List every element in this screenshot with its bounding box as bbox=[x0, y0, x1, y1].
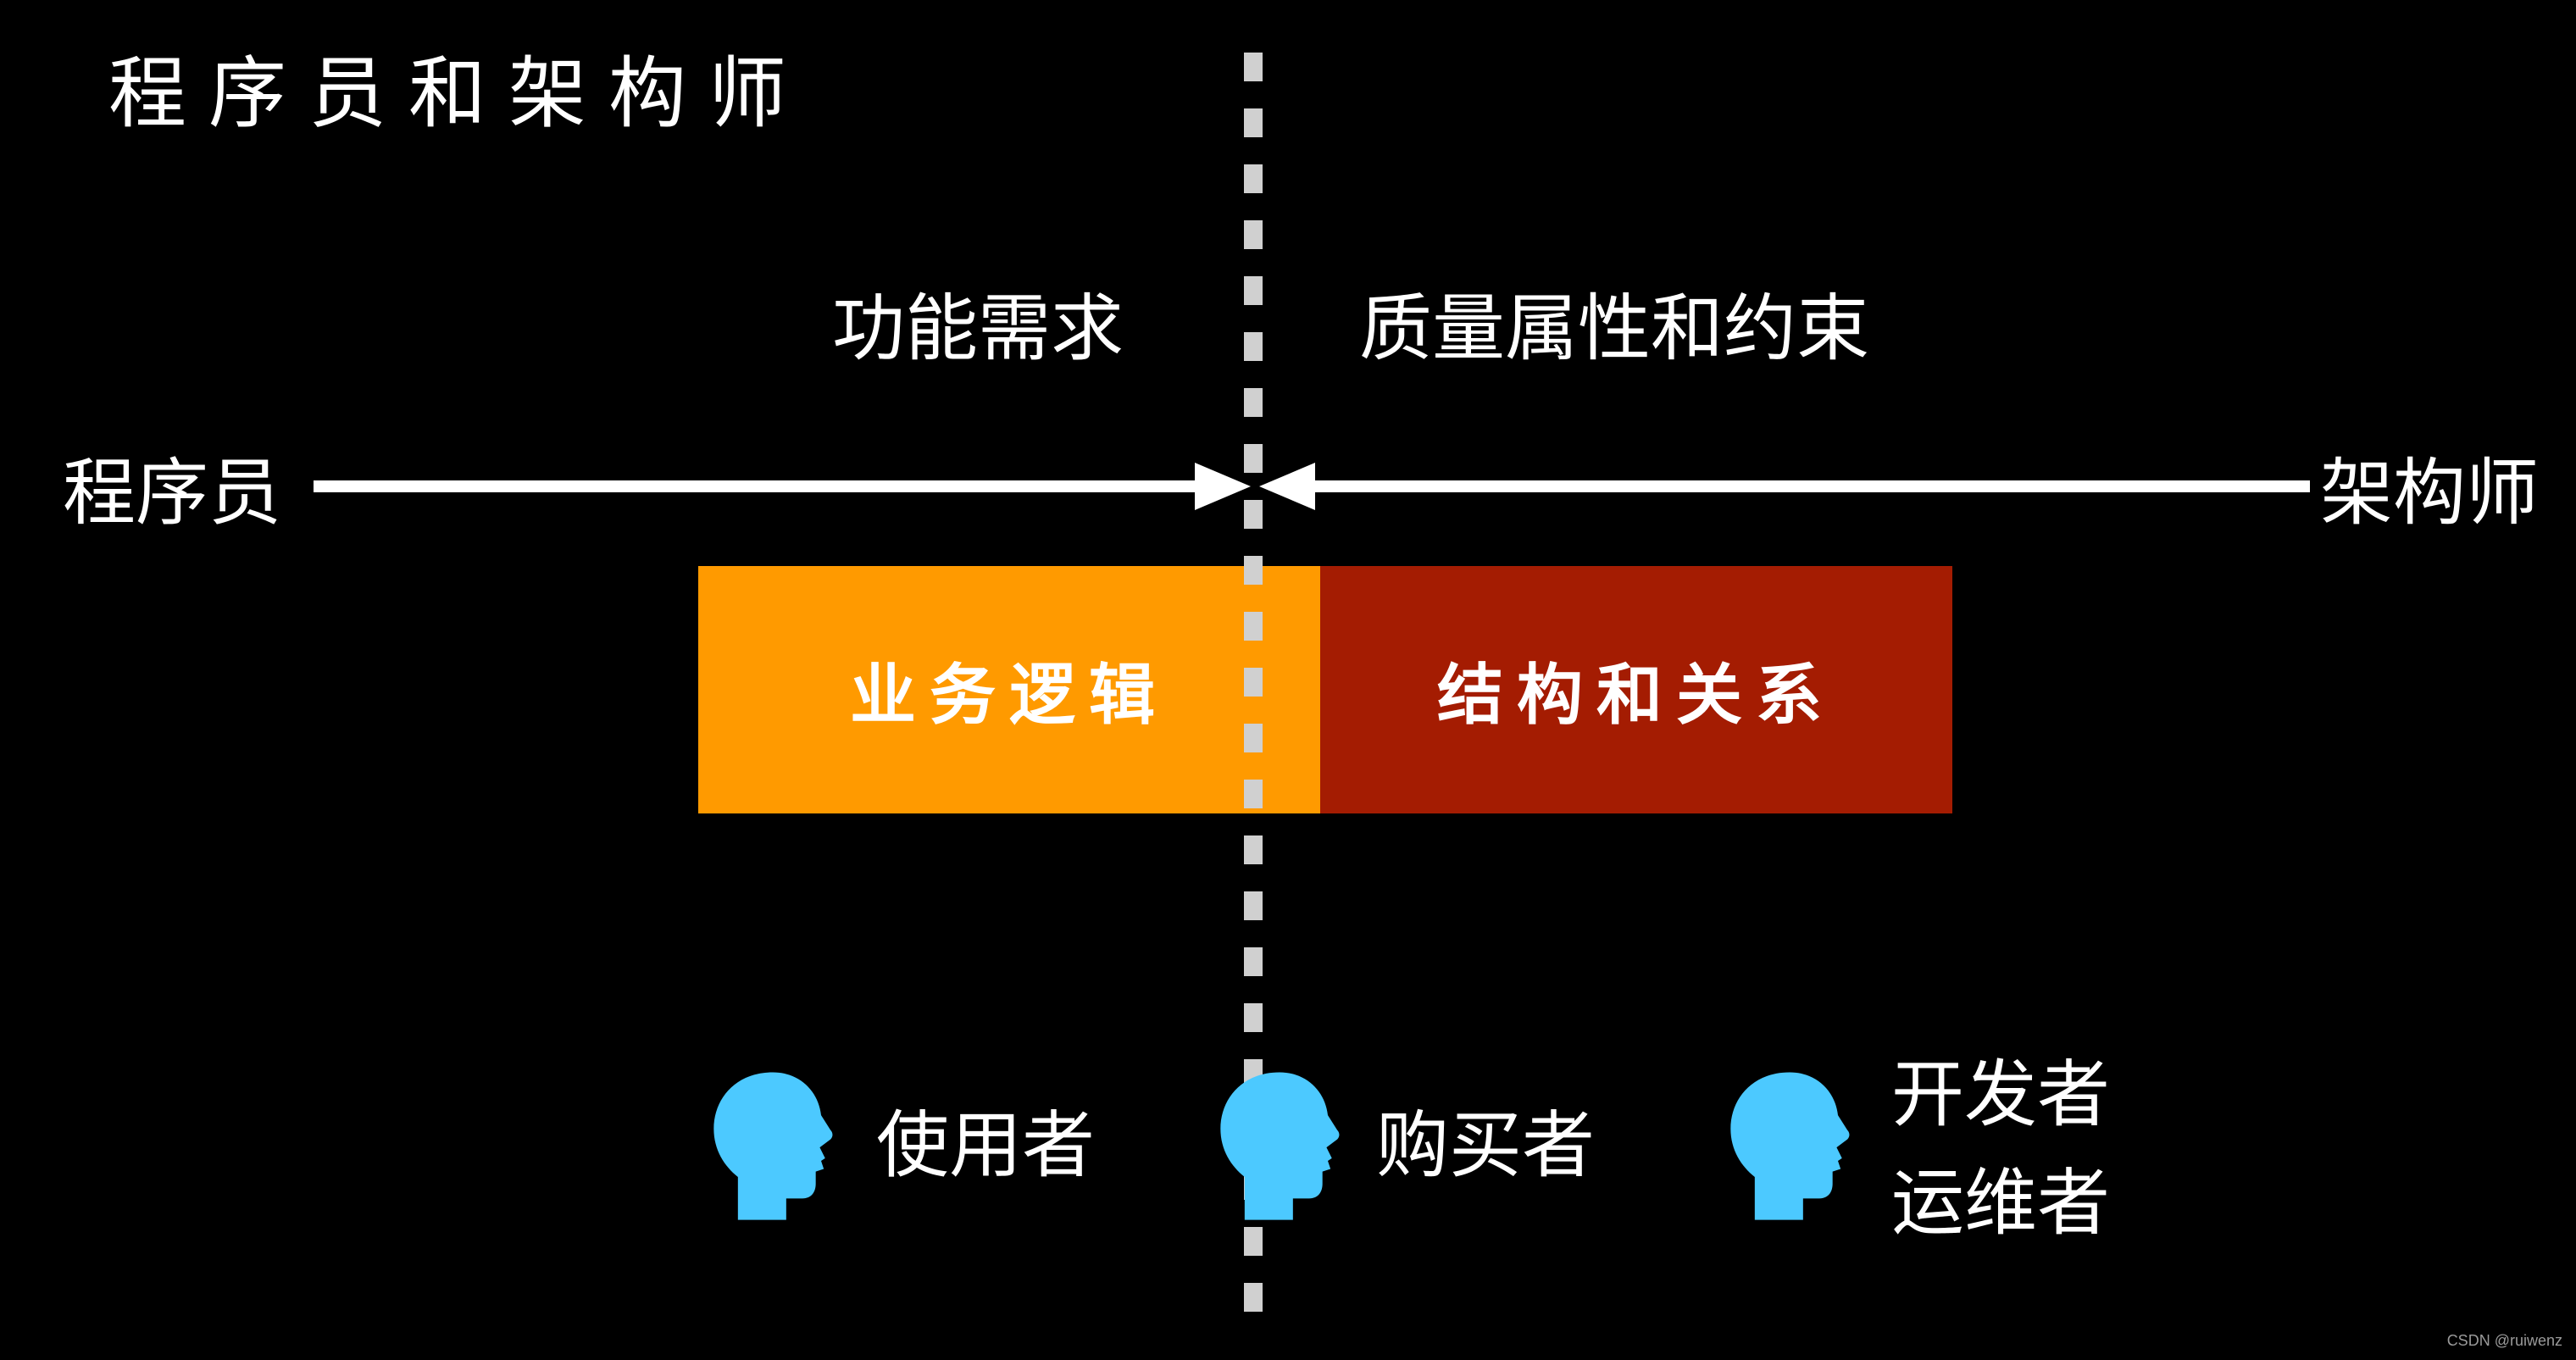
business-logic-box: 业务逻辑 bbox=[698, 566, 1320, 813]
right-arrow-head bbox=[1259, 463, 1315, 510]
quality-attributes-heading: 质量属性和约束 bbox=[1359, 286, 1869, 371]
structure-relations-label: 结构和关系 bbox=[1436, 658, 1835, 734]
programmer-label: 程序员 bbox=[63, 451, 281, 536]
buyer-head-icon bbox=[1212, 1064, 1347, 1225]
left-arrow-shaft bbox=[314, 480, 1199, 492]
user-head-icon bbox=[705, 1064, 841, 1225]
structure-relations-box: 结构和关系 bbox=[1320, 566, 1952, 813]
right-arrow-shaft bbox=[1307, 480, 2310, 492]
user-role-label: 使用者 bbox=[876, 1103, 1095, 1188]
left-arrow-head bbox=[1195, 463, 1251, 510]
operator-role-label: 运维者 bbox=[1891, 1161, 2110, 1246]
developer-role-label: 开发者 bbox=[1891, 1052, 2110, 1137]
buyer-role-label: 购买者 bbox=[1376, 1103, 1595, 1188]
slide-title: 程序员和架构师 bbox=[108, 48, 809, 139]
csdn-watermark: CSDN @ruiwenz bbox=[2446, 1332, 2562, 1349]
business-logic-label: 业务逻辑 bbox=[849, 658, 1169, 734]
architect-label: 架构师 bbox=[2320, 451, 2539, 536]
developer-head-icon bbox=[1722, 1064, 1857, 1225]
dashed-divider bbox=[1244, 53, 1263, 1334]
functional-requirements-heading: 功能需求 bbox=[832, 286, 1124, 371]
